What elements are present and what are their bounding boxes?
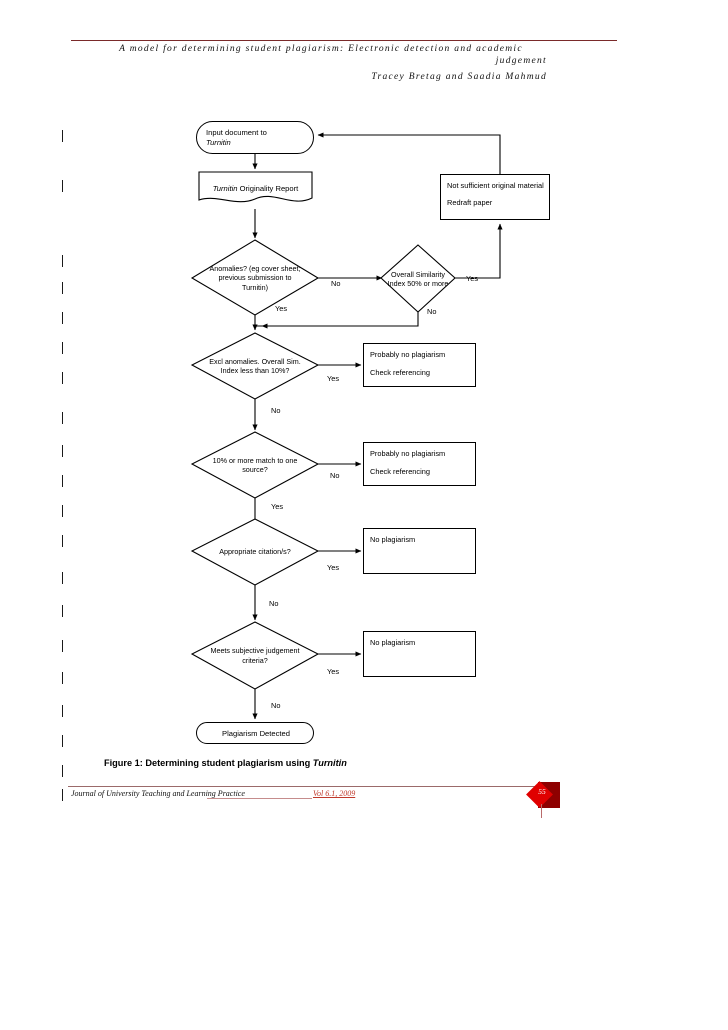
page-number: 55	[538, 787, 546, 796]
change-bar	[62, 505, 63, 517]
change-bar	[62, 412, 63, 424]
change-bar	[62, 372, 63, 384]
change-bar	[62, 130, 63, 142]
change-bar	[62, 535, 63, 547]
caption-italic: Turnitin	[312, 758, 347, 768]
badge-stem	[541, 804, 542, 818]
change-bar	[62, 255, 63, 267]
header-title-line-1: A model for determining student plagiari…	[119, 44, 523, 54]
footer-underline-gap	[207, 789, 312, 799]
flowchart-connectors	[190, 132, 503, 720]
change-bar	[62, 640, 63, 652]
header-authors: Tracey Bretag and Saadia Mahmud	[371, 72, 547, 82]
change-bar	[62, 445, 63, 457]
change-bar	[62, 735, 63, 747]
change-bar	[62, 572, 63, 584]
change-bar	[62, 789, 63, 801]
footer-volume: Vol 6.1, 2009	[313, 789, 356, 798]
change-bar	[62, 342, 63, 354]
caption-prefix: Figure 1: Determining student plagiarism…	[104, 758, 313, 768]
header-rule	[71, 40, 617, 41]
header-title-line-2: judgement	[495, 56, 547, 66]
footer-rule	[68, 786, 548, 787]
figure-caption: Figure 1: Determining student plagiarism…	[104, 758, 347, 768]
change-bar	[62, 765, 63, 777]
change-bar	[62, 672, 63, 684]
page-number-badge: 55	[526, 781, 560, 818]
change-bar	[62, 180, 63, 192]
change-bar	[62, 282, 63, 294]
change-bar	[62, 705, 63, 717]
change-bar	[62, 475, 63, 487]
change-bar	[62, 605, 63, 617]
footer-journal-name: Journal of University Teaching and Learn…	[71, 789, 245, 798]
change-bar	[62, 312, 63, 324]
